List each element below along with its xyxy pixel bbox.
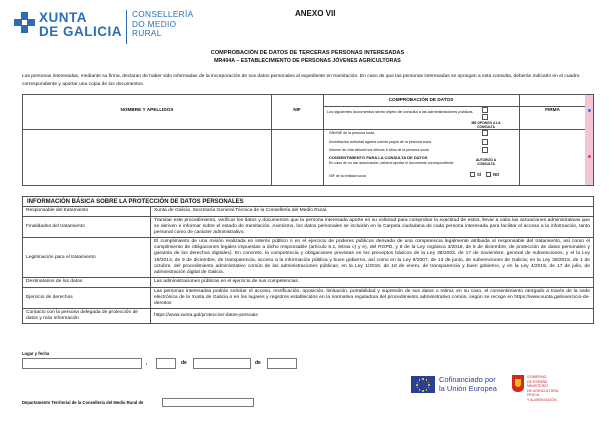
eu-cofinanced-text: Cofinanciado por la Unión Europea (439, 375, 497, 393)
row-key: Ejercicio de derechos (22, 286, 151, 310)
place-input[interactable] (22, 358, 142, 369)
de-label-1: de (181, 360, 187, 366)
eu-flag-icon (411, 376, 435, 393)
authorize-label: AUTORIZO A CONSULTA (475, 158, 497, 166)
consent-yes-checkbox[interactable] (470, 172, 475, 177)
spain-shield-icon (512, 375, 524, 392)
row-key: Legitimación para el tratamiento (22, 237, 151, 278)
de-label-2: de (255, 360, 261, 366)
nif-entity-label: NIF de la entidad socia (329, 174, 366, 178)
oppose-checkbox-2[interactable] (482, 114, 488, 120)
doc-item-3: Informe de vida laboral nos últimos 5 añ… (329, 148, 429, 152)
brand-name: XUNTA DE GALICIA (39, 10, 123, 39)
row-key: Finalidades del tratamiento (22, 215, 151, 239)
year-input[interactable] (267, 358, 297, 369)
eu-logo: Cofinanciado por la Unión Europea (411, 374, 505, 398)
month-input[interactable] (193, 358, 251, 369)
consent-no-checkbox[interactable] (486, 172, 491, 177)
doc-item-1: DNI/NIE de la persona socia (329, 131, 375, 135)
consent-no-label: NO (493, 172, 500, 177)
oppose-checkbox-doc-3[interactable] (482, 147, 488, 153)
row-value: Xunta de Galicia. Secretaría General Téc… (150, 206, 594, 217)
row-value: Las personas interesadas podrán solicita… (150, 286, 594, 310)
col-check-subheader: Los siguientes documentos serán objeto d… (327, 109, 473, 114)
oppose-label: ME OPONGO A LA CONSULTA (471, 121, 501, 129)
spain-government-logo: GOBIERNO DE ESPAÑA MINISTERIO DE AGRICUL… (512, 374, 572, 402)
blue-marker-icon (587, 109, 591, 112)
annex-label: ANEXO VII (295, 9, 336, 18)
table-row: Legitimación para el tratamiento El cump… (22, 237, 594, 278)
xunta-cross-icon (14, 12, 36, 34)
table-row: Contacto con la persona delegada de prot… (22, 308, 594, 325)
data-protection-table: Responsable del tratamiento Xunta de Gal… (22, 206, 594, 325)
row-key: Responsable del tratamiento (22, 206, 151, 217)
col-check-header: COMPROBACIÓN DE DATOS (388, 97, 454, 102)
table-row: Finalidades del tratamiento Tramitar est… (22, 215, 594, 239)
row-key: Destinatarios de los datos (22, 276, 151, 288)
data-protection-title: INFORMACIÓN BÁSICA SOBRE LA PROTECCIÓN D… (22, 196, 594, 206)
row-key: Contacto con la persona delegada de prot… (22, 308, 151, 325)
row-value: Las administraciones públicas en el ejer… (150, 276, 594, 288)
comma-separator: , (146, 360, 148, 366)
table-row: Destinatarios de los datos Las administr… (22, 276, 594, 288)
table-row: Ejercicio de derechos Las personas inter… (22, 286, 594, 310)
document-subtitle: MR404A – ESTABLECIMIENTO DE PERSONAS JÓV… (214, 58, 401, 64)
intro-paragraph: Las personas interesadas, mediante su fi… (22, 74, 580, 87)
place-date-label: Lugar y fecha (22, 351, 50, 356)
oppose-checkbox-doc-2[interactable] (482, 139, 488, 145)
table-row: Responsable del tratamiento Xunta de Gal… (22, 206, 594, 217)
consent-yes-label: SÍ (477, 172, 481, 177)
logo-divider (126, 10, 127, 44)
row-value: Tramitar este procedimiento, verificar l… (150, 215, 594, 239)
persons-table: NOMBRE Y APELLIDOS NIF COMPROBACIÓN DE D… (22, 94, 594, 186)
conselleria-name: CONSELLERÍA DO MEDIO RURAL (132, 9, 194, 38)
col-name-header: NOMBRE Y APELLIDOS (120, 107, 174, 112)
oppose-checkbox-doc-1[interactable] (482, 130, 488, 136)
consent-title: CONSENTIMIENTO PARA LA CONSULTA DE DATOS (329, 155, 428, 160)
ministry-text: GOBIERNO DE ESPAÑA MINISTERIO DE AGRICUL… (527, 375, 560, 402)
document-title: COMPROBACIÓN DE DATOS DE TERCERAS PERSON… (210, 50, 405, 56)
department-label: Departamento Territorial de la Conseller… (22, 400, 144, 405)
col-sign-header: FIRMA (545, 107, 560, 112)
red-marker-icon (587, 155, 591, 158)
side-tab-top (585, 95, 593, 129)
oppose-checkbox-header[interactable] (482, 107, 488, 113)
row-value: https://www.xunta.gal/proteccion-datos-p… (150, 308, 594, 325)
consent-text: En caso de no dar autorización, deberá a… (329, 161, 454, 165)
day-input[interactable] (156, 358, 176, 369)
col-nif-header: NIF (293, 107, 301, 112)
department-input[interactable] (162, 398, 254, 407)
doc-item-2: Acreditación actividad agraria cuenta pr… (329, 140, 432, 144)
row-value: El cumplimiento de una misión realizada … (150, 237, 594, 278)
xunta-logo: XUNTA DE GALICIA CONSELLERÍA DO MEDIO RU… (12, 8, 194, 46)
